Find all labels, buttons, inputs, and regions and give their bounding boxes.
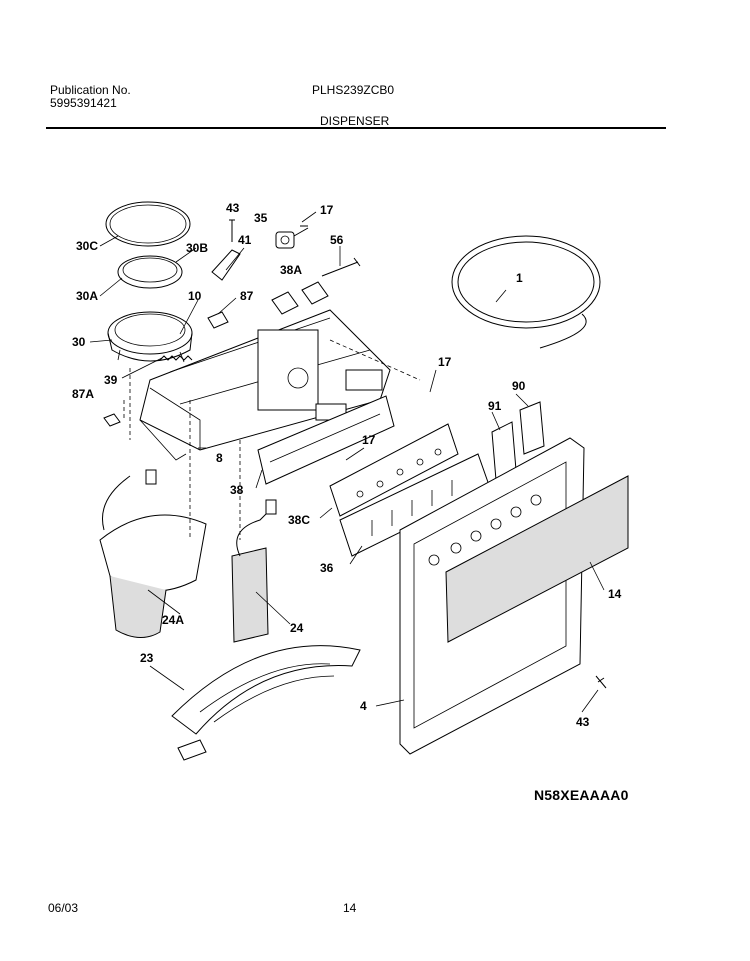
callout-87: 87 [240,289,254,303]
callout-43-bottom: 43 [576,715,590,729]
part-14-panel [445,475,629,643]
callout-36: 36 [320,561,334,575]
callout-17-right: 17 [438,355,452,369]
callout-43-top: 43 [226,201,240,215]
callout-14: 14 [608,587,622,601]
part-30b-lens [117,255,183,289]
callout-38: 38 [230,483,244,497]
part-23-drip-tray [171,645,361,761]
callout-30b: 30B [186,241,208,255]
callout-87a: 87A [72,387,94,401]
part-39-spring [159,355,193,361]
part-30c-ring [105,201,191,247]
section-title: DISPENSER [320,114,390,128]
callout-17-top: 17 [320,203,334,217]
part-43-screw-top [229,219,235,242]
publication-number: 5995391421 [50,96,117,110]
callout-17-mid: 17 [362,433,376,447]
page-number: 14 [343,901,357,915]
header-rule [46,127,666,129]
callout-38a: 38A [280,263,302,277]
callout-24: 24 [290,621,304,635]
part-24-water-tube [231,499,277,643]
part-41-bracket [211,249,241,281]
callout-91: 91 [488,399,502,413]
part-38a-switches [271,281,329,315]
part-30-housing [107,311,193,363]
callout-1: 1 [516,271,523,285]
part-90-91-brackets [491,401,545,481]
publication-label: Publication No. [50,83,131,97]
callout-30: 30 [72,335,86,349]
part-56-screw [321,257,361,277]
model-number: PLHS239ZCB0 [312,83,395,97]
footer-date: 06/03 [48,901,79,915]
callout-30c: 30C [76,239,98,253]
part-87a-clip [103,413,121,427]
callout-56: 56 [330,233,344,247]
callout-39: 39 [104,373,118,387]
callout-38c: 38C [288,513,310,527]
callout-30a: 30A [76,289,98,303]
callout-23: 23 [140,651,154,665]
part-43-screw-bottom [595,675,607,689]
callout-8: 8 [216,451,223,465]
part-38-control-board [257,395,395,485]
callout-4: 4 [360,699,367,713]
part-35-switch [275,225,309,249]
part-87-bracket [207,311,229,329]
callout-24a: 24A [162,613,184,627]
part-24a-ice-chute [99,469,207,638]
diagram-code: N58XEAAAA0 [534,787,629,803]
part-38c-membrane [329,423,459,517]
callout-10: 10 [188,289,202,303]
part-1-tube-coil [451,235,601,349]
callout-35: 35 [254,211,268,225]
callout-90: 90 [512,379,526,393]
callout-41: 41 [238,233,252,247]
callout-leaders [89,211,605,713]
